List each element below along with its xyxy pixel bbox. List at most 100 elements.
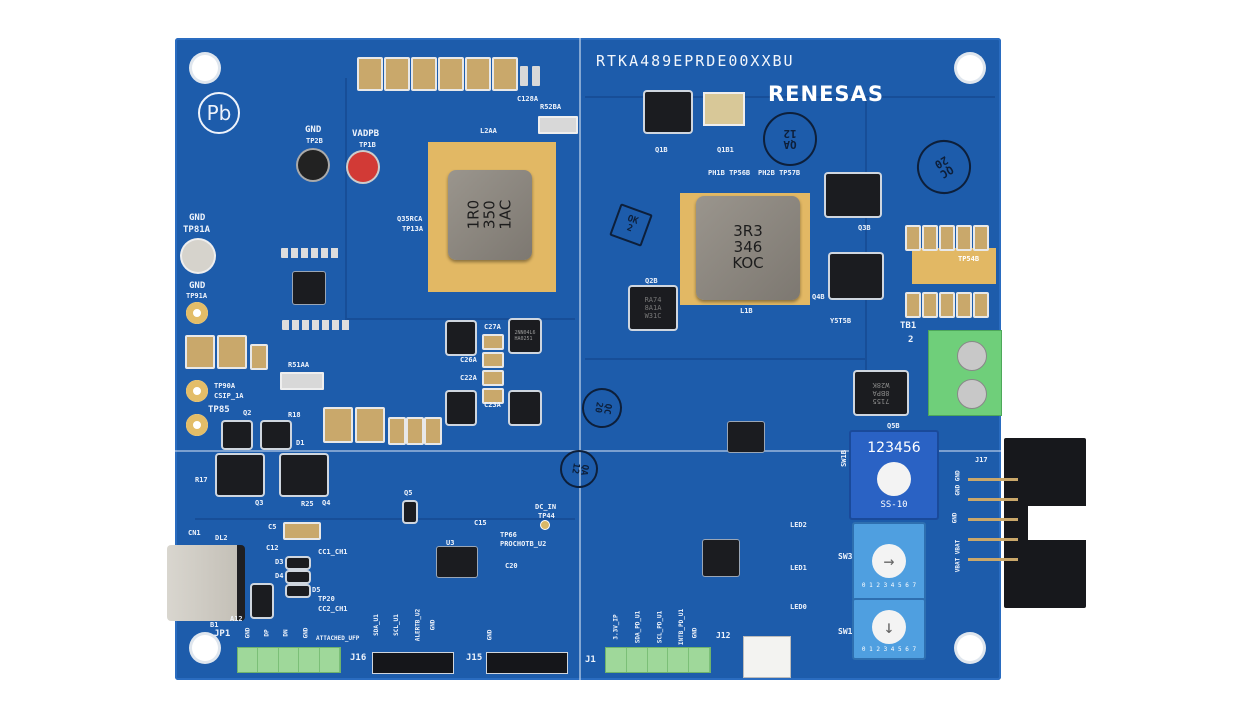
capacitor: [388, 417, 406, 445]
pin-header-j16: [372, 652, 454, 674]
capacitor: [250, 344, 268, 370]
terminal-block-tb1: [928, 330, 1002, 416]
tp81a-ref: TP81A: [183, 225, 211, 235]
ref-l1b: L1B: [740, 307, 753, 315]
tp66-ref: TP66: [500, 531, 517, 539]
capacitor: [185, 335, 215, 369]
tp85-ref: TP85: [208, 405, 230, 415]
tp66-net: PROCHOTB_U2: [500, 540, 547, 548]
ref-a12: A12: [230, 615, 243, 623]
tp13a-ref: TP13A: [402, 225, 424, 233]
capacitor-c5: [283, 522, 321, 540]
ref-sw3: SW3: [838, 552, 853, 561]
controller-ic: [293, 272, 325, 304]
ref-c20: C20: [505, 562, 518, 570]
tp54b-pad: [912, 248, 996, 284]
rotary-switch-sw3: → 0 1 2 3 4 5 6 7: [852, 522, 926, 602]
capacitor: [384, 57, 410, 91]
ref-d5: D5: [312, 586, 321, 594]
header-key-slot: [1028, 506, 1086, 540]
capacitor: [482, 352, 504, 368]
ref-q4: Q4: [322, 499, 331, 507]
capacitor: [424, 417, 442, 445]
jp1-pin-label: GND: [302, 627, 310, 639]
tp91a-ref: TP91A: [186, 292, 208, 300]
resistor: [532, 66, 540, 86]
ref-c23a: C23A: [484, 401, 501, 409]
usb-pd-controller-u3: [437, 547, 477, 577]
ref-cc1: CC1_CH1: [318, 548, 348, 556]
ref-cc2: CC2_CH1: [318, 605, 348, 613]
screw-icon: [957, 379, 987, 409]
header-pins: [968, 478, 1018, 481]
jp1-pin-label: DN: [282, 629, 290, 637]
ref-l2aa: L2AA: [480, 127, 497, 135]
j1-pin-label: GND: [691, 627, 699, 639]
resistor-r52ba: [538, 116, 578, 134]
ref-j17: J17: [975, 456, 988, 464]
mosfet-q5b: 7155 8BPA W28K: [855, 372, 907, 414]
mosfet-q2b: RA74 8A1A W31C: [630, 287, 676, 329]
test-point-gnd-black: [298, 150, 328, 180]
ref-d4: D4: [275, 572, 284, 580]
switch-knob: [877, 462, 911, 496]
usb-c-connector: [167, 545, 245, 621]
test-point-vadpb-red: [348, 152, 378, 182]
capacitor: [922, 292, 938, 318]
ref-j15: J15: [466, 653, 483, 663]
ref-led0: LED0: [790, 603, 807, 611]
ref-tp54b: TP54B: [958, 255, 980, 263]
ref-q3b: Q3B: [858, 224, 871, 232]
capacitor: [956, 292, 972, 318]
ref-r51aa: R51AA: [288, 361, 310, 369]
mounting-hole: [192, 55, 218, 81]
renesas-logo: RENESAS: [768, 82, 884, 106]
tp1b-net: VADPB: [352, 129, 380, 139]
mounting-hole: [192, 635, 218, 661]
tp81a-net: GND: [189, 213, 206, 223]
test-point-pad: [186, 302, 208, 324]
ref-r52ba: R52BA: [540, 103, 562, 111]
ref-c128a: C128A: [517, 95, 539, 103]
j17-pin-label: GND GND: [954, 470, 962, 496]
ref-q3: Q3: [255, 499, 264, 507]
part-number-label: RTKA489EPRDE00XXBU: [596, 52, 795, 70]
copper-trace: [195, 518, 575, 520]
capacitor: [482, 370, 504, 386]
mounting-hole: [957, 635, 983, 661]
j16-pin-label: SDA_U1: [372, 614, 380, 636]
arrow-right-icon: →: [872, 544, 906, 578]
jp1-pin-label: GND: [244, 627, 252, 639]
capacitor: [411, 57, 437, 91]
resistor-r51aa: [280, 372, 324, 390]
j1-pin-label: 3.3V_IP: [612, 614, 620, 640]
ref-j1: J1: [585, 655, 596, 665]
ref-r17: R17: [195, 476, 208, 484]
ref-c15: C15: [474, 519, 487, 527]
diode-d3: [287, 558, 309, 568]
ref-q4b: Q4B: [812, 293, 825, 301]
ref-q2: Q2: [243, 409, 252, 417]
ref-c5: C5: [268, 523, 277, 531]
test-point-gnd-silver: [182, 240, 214, 272]
capacitor: [905, 292, 921, 318]
mosfet: [447, 392, 475, 424]
mosfet: [447, 322, 475, 354]
copper-trace: [585, 96, 995, 98]
ref-d3: D3: [275, 558, 284, 566]
ref-cn1: CN1: [188, 529, 201, 537]
jp1-pin-label: DP: [263, 629, 271, 637]
pcb-board: [175, 38, 1001, 680]
mosfet-q1b: [645, 92, 691, 132]
j16-pin-label: GND: [429, 619, 437, 631]
test-point-pad: [186, 380, 208, 402]
ref-b1: B1: [210, 621, 219, 629]
pin-header-j15: [486, 652, 568, 674]
j16-pin-label: ALERTB_U2: [414, 608, 422, 642]
copper-trace: [345, 318, 575, 320]
ref-dl2: DL2: [215, 534, 228, 542]
mosfet-q4b: [830, 254, 882, 298]
ref-u3: U3: [446, 539, 455, 547]
tp2b-net: GND: [305, 125, 322, 135]
ref-d1: D1: [296, 439, 305, 447]
